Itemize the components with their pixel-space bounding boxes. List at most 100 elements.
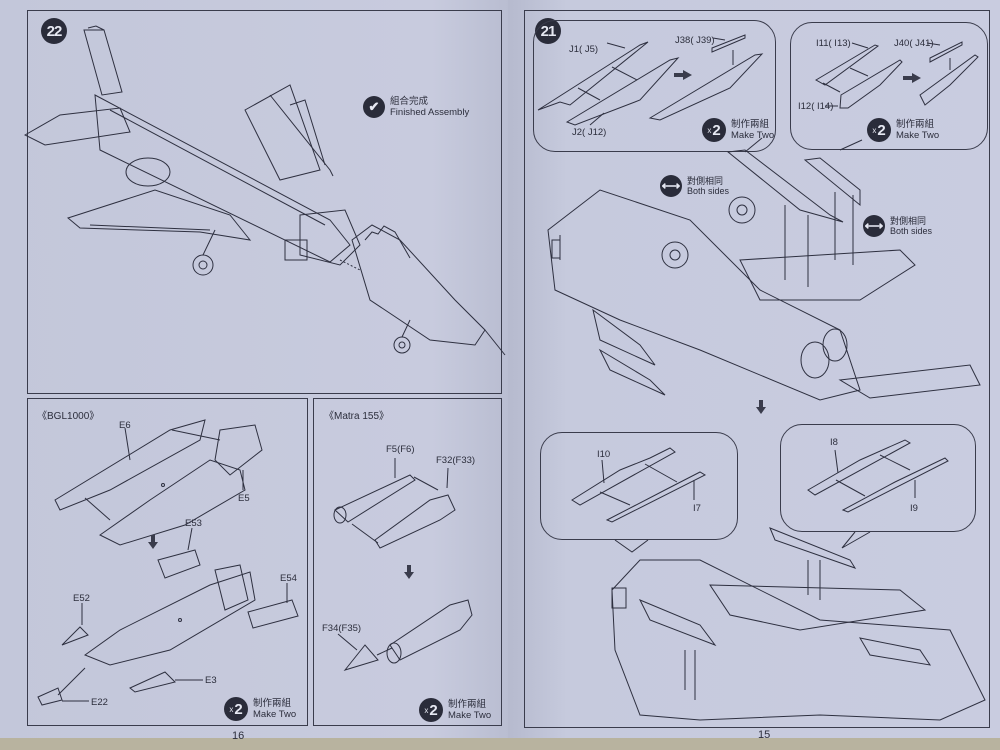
- make-two-en: Make Two: [896, 130, 940, 141]
- wheel-left: [661, 241, 689, 269]
- canard-e52: [61, 626, 89, 646]
- part-label-j1: J1( J5): [569, 44, 599, 55]
- fuselage-underside: [547, 189, 861, 401]
- make-two-cn: 制作兩組: [448, 699, 487, 710]
- part-label-f32: F32(F33): [436, 455, 476, 466]
- part-label-i9: I9: [910, 503, 918, 514]
- plate-e53: [157, 549, 201, 579]
- step-22-panel: [27, 10, 502, 394]
- bgl1000-title: 《BGL1000》: [37, 411, 100, 422]
- bgl1000-bomb-drawing: [37, 419, 299, 706]
- part-label-f5: F5(F6): [386, 444, 415, 455]
- bomb-body-lower: [83, 571, 256, 666]
- finished-assembly-note: ✔ 組合完成 Finished Assembly: [363, 96, 469, 118]
- page-number-16: 16: [232, 730, 245, 742]
- fuselage-front-section: [299, 209, 361, 266]
- finished-aircraft-drawing: [23, 25, 506, 356]
- pylon-bottom-left: [592, 308, 656, 366]
- rail-j40: [929, 41, 963, 63]
- wing-final: [709, 584, 927, 631]
- make-two-en: Make Two: [731, 130, 775, 141]
- pylon-installed-right: [803, 157, 861, 207]
- ventral-fin: [289, 99, 326, 166]
- rail-i7: [605, 471, 707, 523]
- part-label-j40: J40( J41): [894, 38, 934, 49]
- horizontal-stabilizer: [23, 107, 131, 146]
- down-arrow-icon: [756, 400, 766, 414]
- check-circle-icon: ✔: [363, 96, 385, 118]
- bomb-half-e6: [54, 419, 206, 511]
- plate-e54: [247, 599, 299, 629]
- main-wing-near: [66, 189, 252, 241]
- bomb-fin-e5: [214, 424, 263, 476]
- part-label-j2: J2( J12): [572, 127, 607, 138]
- step-22-badge: 22: [41, 18, 67, 44]
- engine-nozzle-a: [800, 341, 830, 379]
- tailplane-underside: [838, 364, 981, 399]
- pod-body: [389, 599, 473, 661]
- part-label-e54: E54: [280, 573, 297, 584]
- main-wing-far: [244, 84, 321, 181]
- part-label-e6: E6: [119, 420, 131, 431]
- wing-missile: [269, 94, 334, 177]
- part-label-i7: I7: [693, 503, 701, 514]
- part-label-j38: J38( J39): [675, 35, 715, 46]
- callout-pylon-left: [533, 20, 776, 152]
- fuselage-spine: [109, 109, 326, 226]
- part-label-e22: E22: [91, 697, 108, 708]
- canard-e3: [129, 671, 176, 693]
- nose-cone-f34: [343, 644, 379, 671]
- right-arrow-icon: [674, 70, 692, 80]
- fuselage: [94, 94, 351, 263]
- launcher-top: [769, 527, 857, 569]
- table-surface: [0, 738, 1000, 750]
- canopy: [364, 225, 411, 259]
- make-two-cn: 制作兩組: [253, 698, 292, 709]
- part-label-e53: E53: [185, 518, 202, 529]
- engine-pod: [125, 157, 171, 187]
- pod-half-f5: [334, 474, 416, 523]
- rail-i10: [571, 447, 676, 506]
- make-two-en: Make Two: [448, 710, 492, 721]
- down-arrow-icon: [404, 565, 414, 579]
- part-label-e52: E52: [73, 593, 90, 604]
- callout-pylon-right: [790, 22, 988, 150]
- left-page: [0, 0, 508, 742]
- page-number-15: 15: [758, 729, 771, 741]
- finished-en-label: Finished Assembly: [390, 107, 470, 118]
- finished-cn-label: 組合完成: [390, 96, 429, 107]
- down-arrow-icon: [148, 535, 158, 549]
- part-label-e5: E5: [238, 493, 250, 504]
- bomb-tail-fin: [214, 564, 249, 611]
- part-label-i8: I8: [830, 437, 838, 448]
- tail-fin-top: [87, 25, 105, 31]
- part-label-i12: I12( I14): [798, 101, 834, 112]
- matra155-title: 《Matra 155》: [324, 411, 390, 422]
- both-sides-cn: 對側相同: [687, 176, 724, 186]
- both-sides-cn: 對側相同: [890, 216, 927, 226]
- both-sides-note-left: ⟷ 對側相同 Both sides: [660, 175, 729, 197]
- launcher-final-right: [859, 637, 932, 666]
- step-21-panel: [524, 10, 990, 728]
- right-arrow-icon: [903, 73, 921, 83]
- pylon-installed-left: [726, 149, 844, 223]
- bay-door: [284, 239, 308, 261]
- tail-fin: [83, 29, 123, 96]
- part-label-e3: E3: [205, 675, 217, 686]
- callout-launcher-i8: [780, 424, 976, 532]
- probe-e22: [37, 687, 63, 706]
- part-label-i11: I11( I13): [816, 38, 851, 49]
- fuselage-final: [611, 559, 986, 721]
- launcher-final-left: [638, 599, 717, 647]
- rail-j38: [711, 34, 746, 53]
- double-arrow-icon: ⟷: [863, 215, 885, 237]
